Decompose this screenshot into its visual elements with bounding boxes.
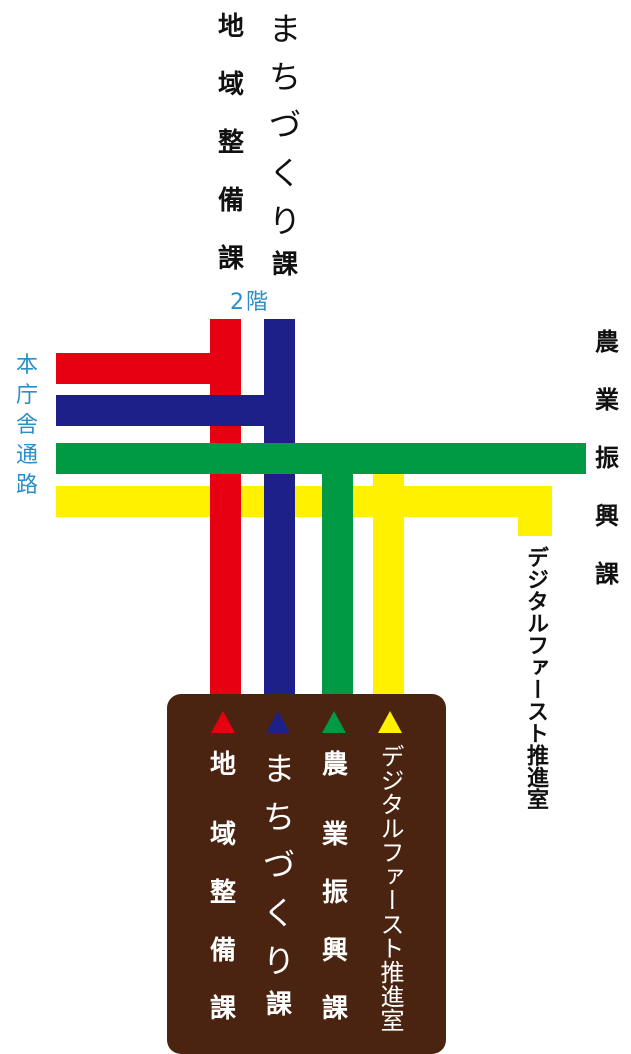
yellow-path-drop — [518, 486, 552, 536]
char: 課 — [321, 994, 348, 1024]
yellow-path-vertical — [373, 473, 404, 694]
char: づ — [268, 106, 301, 144]
green-path-stem — [322, 443, 353, 488]
char: 域 — [217, 70, 244, 100]
green-triangle-icon — [322, 711, 346, 733]
direction-signboard — [167, 694, 446, 1054]
char: づ — [262, 846, 295, 884]
char: く — [268, 154, 301, 192]
char: 業 — [595, 386, 619, 414]
green-path-horizontal — [56, 443, 586, 474]
char: 課 — [595, 560, 619, 588]
char: 域 — [209, 820, 236, 850]
char: 通 — [15, 443, 38, 468]
navy-path-horizontal — [56, 395, 295, 426]
board-nogyo-shinko: 農 業 振 興 課 — [317, 744, 353, 1046]
char: 備 — [217, 186, 244, 216]
red-triangle-icon — [211, 711, 235, 733]
char: 路 — [15, 473, 38, 498]
char: 地 — [217, 12, 244, 42]
char: 地 — [209, 750, 236, 780]
char: 興 — [595, 502, 619, 530]
char: ま — [262, 750, 295, 788]
board-chiiki-seibi: 地 域 整 備 課 — [205, 744, 241, 1046]
char: ち — [262, 798, 295, 836]
char: 農 — [321, 750, 348, 780]
char: 課 — [209, 994, 236, 1024]
navy-triangle-icon — [266, 711, 290, 733]
char: 振 — [321, 878, 348, 908]
char: り — [262, 942, 295, 980]
char: 課 — [265, 990, 292, 1020]
char: 業 — [321, 820, 348, 850]
red-path-vertical — [210, 319, 241, 694]
char: ま — [268, 10, 301, 48]
floor-label: 2階 — [230, 290, 270, 315]
machizukuri-label-top: ま ち づ く り 課 — [265, 4, 305, 292]
char: 課 — [271, 250, 298, 280]
board-digital-first: デジタルファースト推進室 — [376, 744, 404, 1032]
char: り — [268, 202, 301, 240]
char: 農 — [595, 328, 619, 356]
honchosha-tsuro-label: 本 庁 舎 通 路 — [10, 347, 44, 498]
yellow-triangle-icon — [378, 711, 402, 733]
char: く — [262, 894, 295, 932]
char: 備 — [209, 936, 236, 966]
char: 課 — [217, 244, 244, 274]
char: 興 — [321, 936, 348, 966]
board-machizukuri: ま ち づ く り 課 — [259, 744, 299, 1042]
char: 振 — [595, 444, 619, 472]
yellow-path-horizontal — [56, 486, 552, 517]
char: 本 — [15, 353, 38, 378]
digital-first-label: デジタルファースト推進室 — [523, 546, 548, 810]
char: ち — [268, 58, 301, 96]
chiiki-seibi-label-top: 地 域 整 備 課 — [214, 6, 248, 296]
navy-path-vertical — [264, 319, 295, 694]
char: 庁 — [15, 383, 38, 408]
char: 整 — [209, 878, 236, 908]
nogyo-shinko-label: 農 業 振 興 課 — [590, 322, 624, 612]
char: 舎 — [15, 413, 38, 438]
char: 整 — [217, 128, 244, 158]
